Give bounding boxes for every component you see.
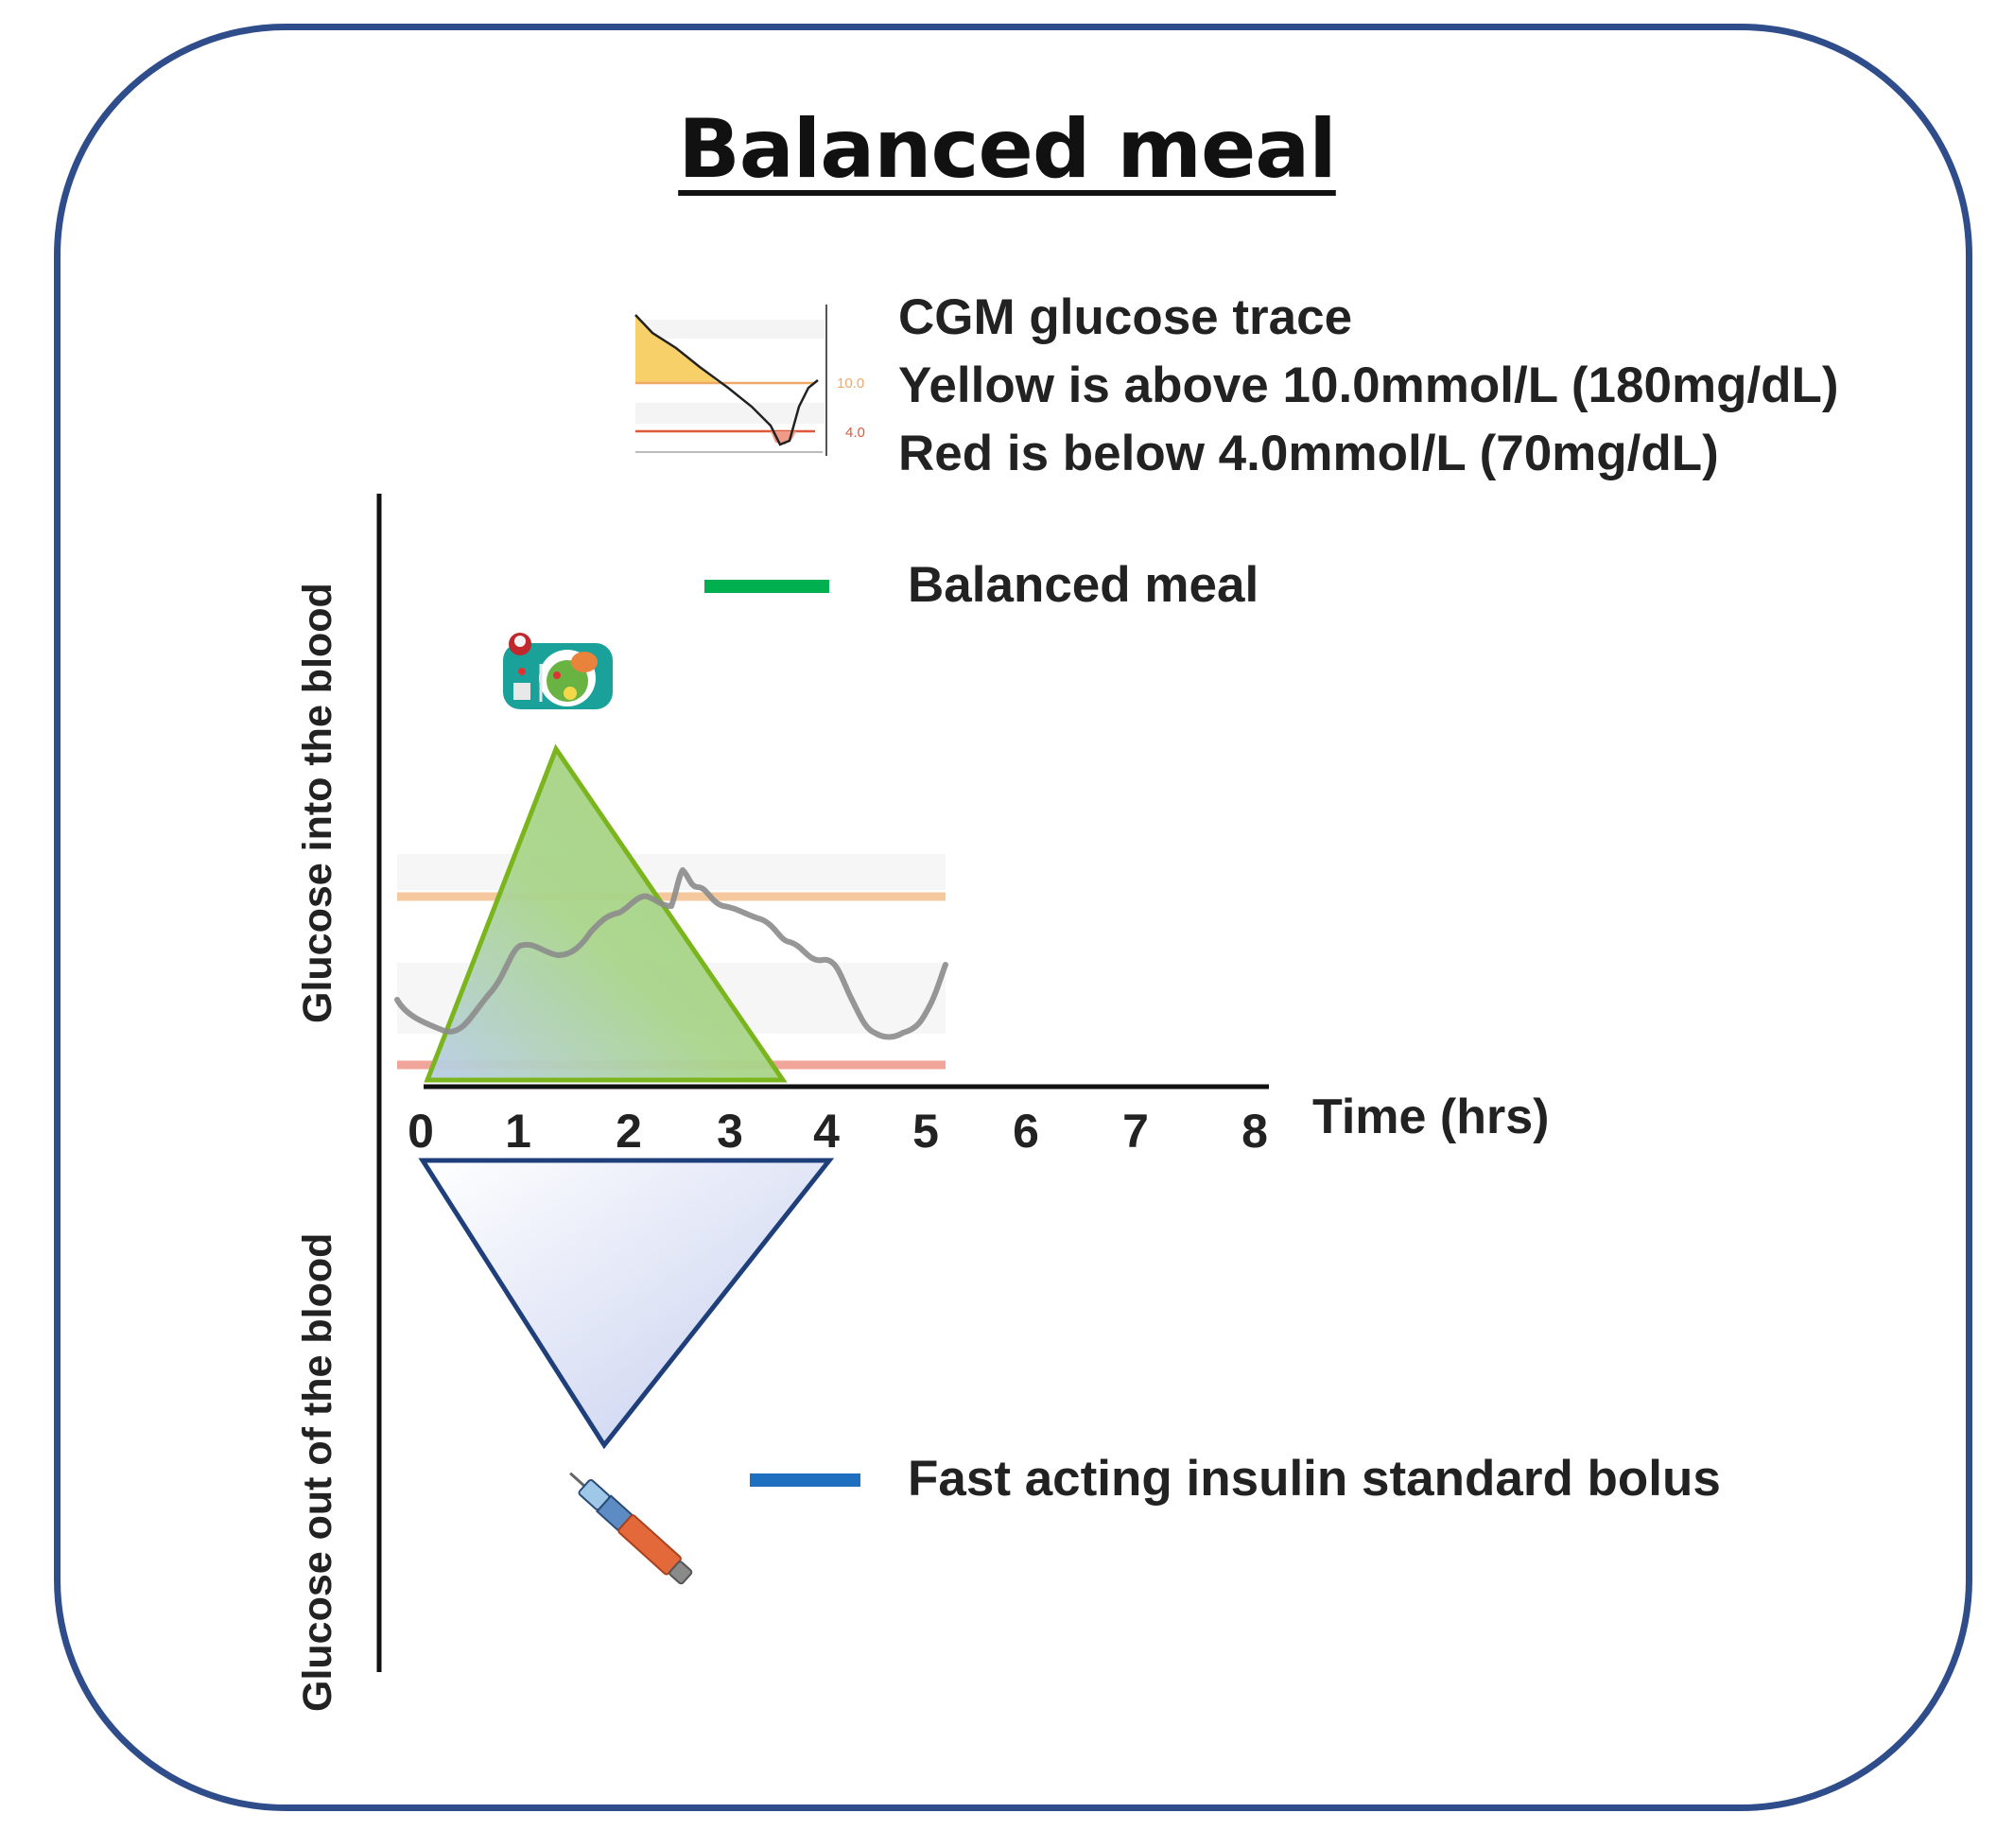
cgm-legend-line-2: Yellow is above 10.0mmol/L (180mg/dL): [898, 357, 1839, 413]
x-tick-label: 2: [616, 1105, 642, 1158]
x-tick-label: 6: [1013, 1105, 1039, 1158]
x-tick-label: 0: [408, 1105, 434, 1158]
x-tick-label: 3: [717, 1105, 743, 1158]
insulin-legend-label: Fast acting insulin standard bolus: [908, 1451, 1721, 1507]
y-axis-upper-label: Glucose into the blood: [295, 583, 340, 1023]
mini-cgm-chart: 10.0 4.0: [634, 305, 865, 456]
mini-high-label: 10.0: [837, 375, 864, 392]
meal-tray-icon: [503, 633, 613, 709]
diagram-frame: [54, 24, 1972, 1811]
insulin-pen-icon: [569, 1472, 693, 1585]
mini-low-label: 4.0: [845, 425, 865, 441]
cgm-legend-text: CGM glucose trace Yellow is above 10.0mm…: [898, 284, 1839, 488]
x-tick-label: 4: [813, 1105, 840, 1158]
cgm-legend-line-3: Red is below 4.0mmol/L (70mg/dL): [898, 426, 1719, 481]
x-tick-label: 5: [912, 1105, 939, 1158]
cgm-trace-line: [394, 867, 948, 1040]
x-tick-label: 7: [1122, 1105, 1149, 1158]
meal-absorption-triangle: [424, 743, 788, 1083]
x-tick-label: 8: [1241, 1105, 1268, 1158]
meal-legend-label: Balanced meal: [908, 557, 1259, 613]
page-title: Balanced meal: [678, 102, 1337, 197]
cgm-legend-line-1: CGM glucose trace: [898, 289, 1353, 345]
y-axis-lower-label: Glucose out of the blood: [295, 1232, 340, 1712]
insulin-action-triangle: [418, 1158, 835, 1450]
x-tick-label: 1: [505, 1105, 531, 1158]
x-axis-label: Time (hrs): [1312, 1090, 1550, 1144]
